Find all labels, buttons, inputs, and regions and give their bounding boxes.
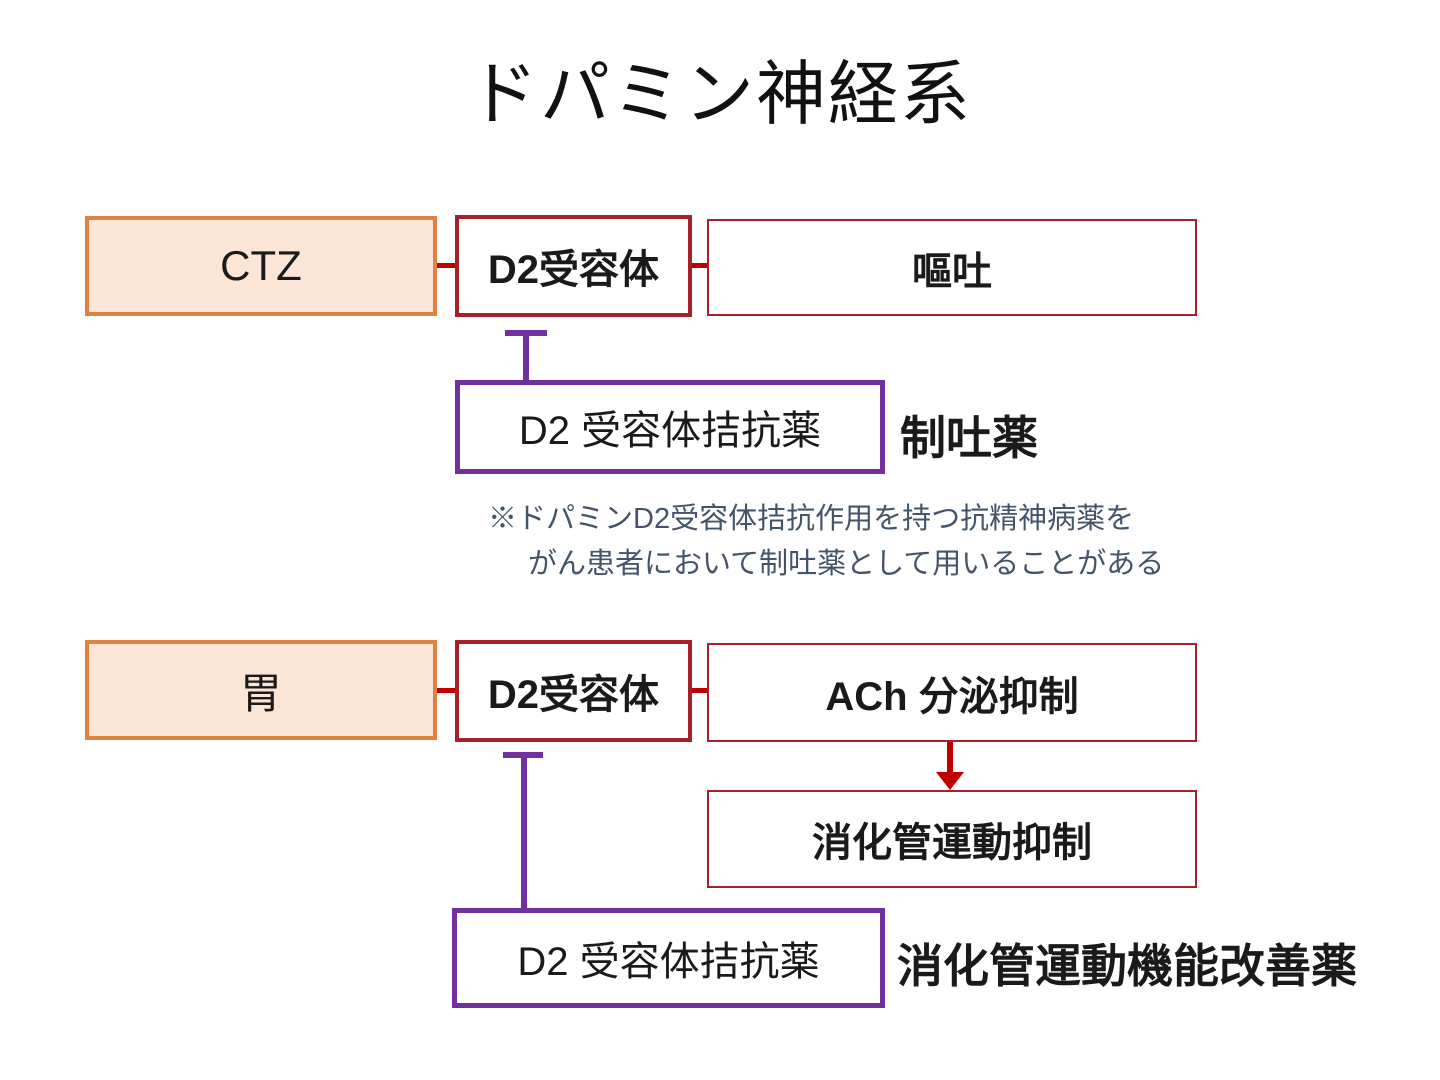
- inhibition-stem-bottom: [521, 752, 527, 908]
- stomach-label: 胃: [239, 669, 282, 717]
- gi-motility-suppression-label: 消化管運動抑制: [812, 821, 1092, 865]
- d2-receptor-box-bottom: D2受容体: [455, 640, 692, 742]
- d2-antagonist-label-bottom: D2 受容体拮抗薬: [517, 940, 820, 984]
- d2-receptor-label-bottom: D2受容体: [487, 673, 660, 717]
- page-title: ドパミン神経系: [468, 55, 972, 133]
- gi-motility-suppression-box: 消化管運動抑制: [707, 790, 1197, 888]
- stomach-box: 胃: [85, 640, 437, 740]
- d2-receptor-label-top: D2受容体: [487, 248, 660, 292]
- down-arrow-line: [947, 742, 953, 776]
- inhibition-stem-top: [523, 330, 529, 380]
- prokinetic-label: 消化管運動機能改善薬: [897, 940, 1357, 992]
- connector-d2-ach: [692, 688, 707, 693]
- note-line-1: ※ドパミンD2受容体拮抗作用を持つ抗精神病薬を: [488, 503, 1135, 535]
- ach-suppression-box: ACh 分泌抑制: [707, 643, 1197, 742]
- ctz-box: CTZ: [85, 216, 437, 316]
- d2-antagonist-label-top: D2 受容体拮抗薬: [518, 409, 822, 453]
- d2-antagonist-box-bottom: D2 受容体拮抗薬: [452, 908, 885, 1008]
- down-arrow-icon: [936, 772, 964, 790]
- vomiting-box: 嘔吐: [707, 219, 1197, 316]
- d2-antagonist-box-top: D2 受容体拮抗薬: [455, 380, 885, 474]
- connector-stomach-d2: [437, 688, 455, 693]
- connector-d2-vomiting: [692, 263, 707, 268]
- antiemetic-label: 制吐薬: [900, 412, 1038, 464]
- connector-ctz-d2: [437, 263, 455, 268]
- d2-receptor-box-top: D2受容体: [455, 215, 692, 317]
- ach-suppression-label: ACh 分泌抑制: [825, 674, 1079, 719]
- ctz-label: CTZ: [220, 242, 302, 289]
- note-line-2: がん患者において制吐薬として用いることがある: [528, 548, 1165, 580]
- vomiting-label: 嘔吐: [912, 249, 992, 294]
